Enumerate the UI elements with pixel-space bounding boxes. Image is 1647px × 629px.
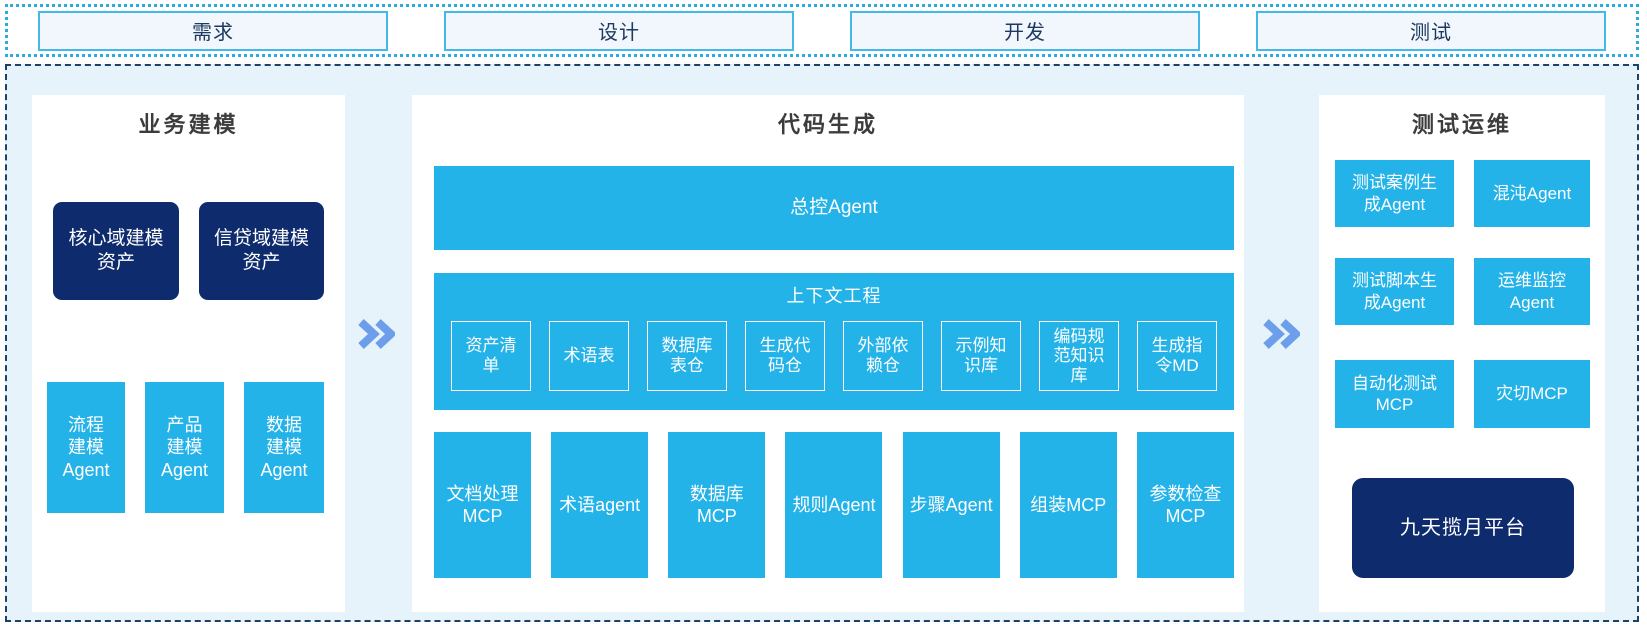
context-item-example-kb: 示例知 识库 (941, 321, 1021, 391)
flow-arrow-business-to-codegen (357, 319, 397, 349)
test-ops-title: 测试运维 (1411, 112, 1512, 137)
context-item-glossary: 术语表 (549, 321, 629, 391)
worker-box-doc-processing-mcp: 文档处理 MCP (434, 432, 531, 578)
platform-box-jiutian-lanyue: 九天揽月平台 (1352, 478, 1574, 578)
context-item-external-deps-repo: 外部依 赖仓 (843, 321, 923, 391)
double-chevron-icon (1263, 319, 1302, 349)
worker-box-step-agent: 步骤Agent (902, 432, 1000, 578)
worker-box-glossary-agent: 术语agent (551, 432, 649, 578)
flow-arrow-codegen-to-testops (1262, 319, 1302, 349)
master-agent-bar: 总控Agent (434, 166, 1234, 250)
phase-strip: 需求 设计 开发 测试 (5, 4, 1639, 57)
asset-box-core-domain: 核心域建模 资产 (53, 202, 179, 300)
context-engineering-section: 上下文工程 资产清 单 术语表 数据库 表仓 生成代 码仓 外部依 赖仓 示例知… (434, 273, 1234, 410)
agent-box-product-modeling: 产品 建模 Agent (145, 382, 224, 513)
context-item-db-table-repo: 数据库 表仓 (647, 321, 727, 391)
testops-box-test-script-gen-agent: 测试脚本生 成Agent (1335, 258, 1454, 325)
asset-box-credit-domain: 信贷域建模 资产 (199, 202, 324, 300)
pipeline-container: 业务建模 核心域建模 资产 信贷域建模 资产 流程 建模 Agent 产品 建模… (5, 64, 1639, 622)
worker-box-database-mcp: 数据库 MCP (668, 432, 766, 578)
testops-box-chaos-agent: 混沌Agent (1474, 160, 1590, 227)
phase-box-development: 开发 (850, 10, 1200, 51)
agent-box-process-modeling: 流程 建模 Agent (47, 382, 125, 513)
phase-box-testing: 测试 (1256, 10, 1606, 51)
worker-box-assembly-mcp: 组装MCP (1019, 432, 1117, 578)
phase-box-requirements: 需求 (38, 10, 388, 51)
panel-test-ops: 测试运维 测试案例生 成Agent 混沌Agent 测试脚本生 成Agent 运… (1319, 95, 1605, 612)
panel-code-generation: 代码生成 总控Agent 上下文工程 资产清 单 术语表 数据库 表仓 生成代 … (412, 95, 1244, 612)
testops-box-ops-monitor-agent: 运维监控 Agent (1474, 258, 1590, 325)
worker-box-param-check-mcp: 参数检查 MCP (1136, 432, 1234, 578)
context-item-coding-standard-kb: 编码规 范知识 库 (1039, 321, 1119, 391)
context-item-generation-instruction-md: 生成指 令MD (1137, 321, 1217, 391)
testops-box-automated-test-mcp: 自动化测试 MCP (1335, 360, 1454, 428)
worker-box-rule-agent: 规则Agent (785, 432, 883, 578)
testops-box-test-case-gen-agent: 测试案例生 成Agent (1335, 160, 1454, 227)
panel-business-modeling: 业务建模 核心域建模 资产 信贷域建模 资产 流程 建模 Agent 产品 建模… (32, 95, 345, 612)
business-modeling-title: 业务建模 (138, 112, 239, 137)
code-generation-title: 代码生成 (777, 112, 878, 137)
context-item-asset-list: 资产清 单 (451, 321, 531, 391)
agent-box-data-modeling: 数据 建模 Agent (244, 382, 324, 513)
context-engineering-title: 上下文工程 (786, 286, 882, 306)
context-item-generated-code-repo: 生成代 码仓 (745, 321, 825, 391)
phase-box-design: 设计 (444, 10, 794, 51)
workers-row: 文档处理 MCP 术语agent 数据库 MCP 规则Agent 步骤Agent… (434, 432, 1234, 578)
context-items-row: 资产清 单 术语表 数据库 表仓 生成代 码仓 外部依 赖仓 示例知 识库 编码… (434, 321, 1234, 391)
double-chevron-icon (358, 319, 397, 349)
testops-box-disaster-switch-mcp: 灾切MCP (1474, 360, 1590, 428)
